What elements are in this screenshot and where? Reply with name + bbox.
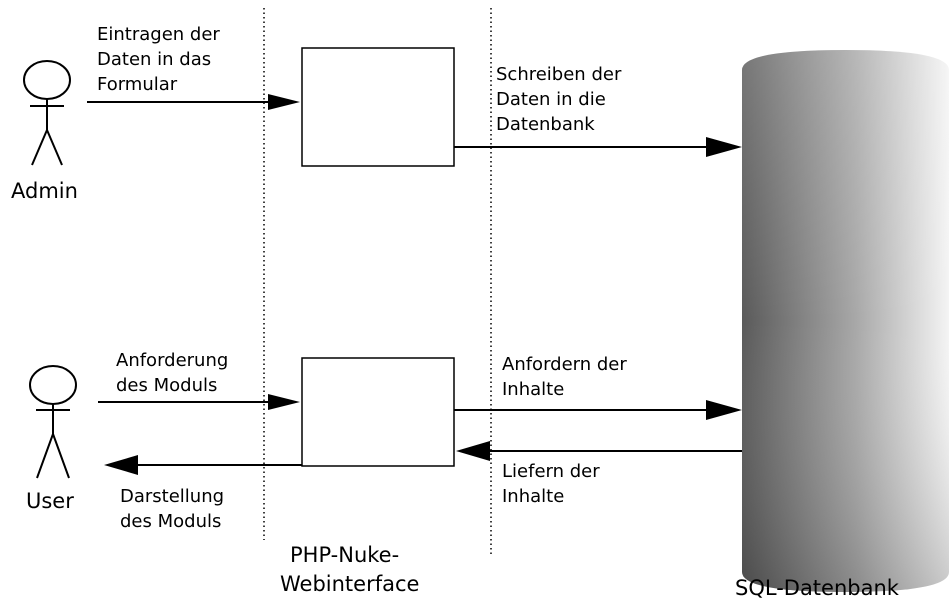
database-label: SQL-Datenbank [735, 576, 900, 600]
label-user-request: Anforderung des Moduls [116, 350, 228, 396]
svg-text:Formular: Formular [97, 74, 178, 95]
user-actor-icon [29, 365, 77, 479]
svg-text:Anfordern der: Anfordern der [502, 354, 627, 375]
svg-text:des Moduls: des Moduls [116, 375, 217, 396]
svg-text:des Moduls: des Moduls [120, 511, 221, 532]
form-processing-box [301, 47, 455, 167]
admin-actor-icon [23, 60, 71, 166]
svg-text:Inhalte: Inhalte [502, 379, 564, 400]
svg-text:Anforderung: Anforderung [116, 350, 228, 371]
arrow-deliver-content [456, 441, 742, 461]
arrow-user-request [98, 394, 300, 410]
svg-text:Daten in das: Daten in das [97, 49, 211, 70]
webinterface-label: PHP-Nuke- Webinterface [280, 543, 419, 596]
label-form-to-database: Schreiben der Daten in die Datenbank [496, 64, 622, 135]
arrow-request-content [454, 400, 742, 420]
database-cylinder [742, 50, 949, 592]
svg-text:Darstellung: Darstellung [120, 486, 224, 507]
admin-actor-label: Admin [11, 179, 78, 203]
module-processing-box [301, 357, 455, 467]
label-request-content: Anfordern der Inhalte [502, 354, 627, 400]
arrow-admin-to-form [87, 94, 300, 110]
arrow-display-module [104, 455, 302, 475]
label-display-module: Darstellung des Moduls [120, 486, 224, 532]
svg-text:Inhalte: Inhalte [502, 486, 564, 507]
svg-text:PHP-Nuke-: PHP-Nuke- [290, 543, 399, 567]
svg-text:Daten in die: Daten in die [496, 89, 606, 110]
svg-text:Webinterface: Webinterface [280, 572, 419, 596]
label-deliver-content: Liefern der Inhalte [502, 461, 600, 507]
svg-text:Liefern der: Liefern der [502, 461, 600, 482]
svg-text:Datenbank: Datenbank [496, 114, 595, 135]
arrow-form-to-database [454, 137, 742, 157]
user-actor-label: User [26, 489, 74, 513]
label-admin-to-form: Eintragen der Daten in das Formular [97, 24, 220, 95]
svg-text:Schreiben der: Schreiben der [496, 64, 622, 85]
svg-text:Eintragen der: Eintragen der [97, 24, 220, 45]
